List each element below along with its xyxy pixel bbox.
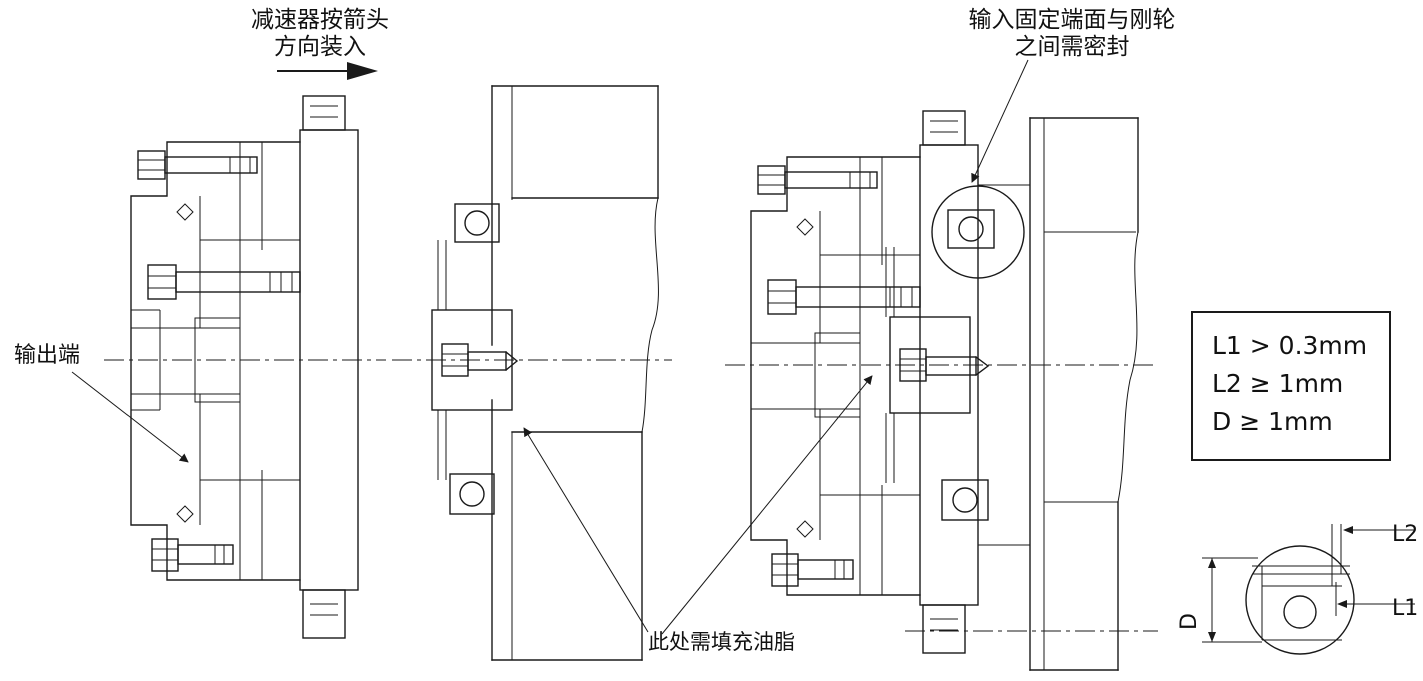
grease-leader-right	[661, 375, 873, 635]
dimension-l2-label: L2	[1392, 522, 1418, 547]
seal-note-line1: 输入固定端面与刚轮	[969, 7, 1176, 33]
break-line-right	[1117, 231, 1139, 503]
install-direction-arrow-icon	[277, 62, 378, 80]
seal-annotation: 输入固定端面与刚轮 之间需密封	[969, 7, 1176, 183]
left-assembly-drawing	[104, 95, 386, 639]
grease-annotation: 此处需填充油脂	[523, 375, 873, 654]
grease-leader-left	[523, 427, 649, 633]
spec-line-l1: L1 > 0.3mm	[1212, 331, 1367, 360]
bolt-bottom	[151, 538, 234, 572]
spec-line-d: D ≥ 1mm	[1212, 407, 1333, 436]
bolt-top-right-assembly	[757, 165, 878, 195]
grease-note-label: 此处需填充油脂	[648, 630, 795, 654]
seal-note-line2: 之间需密封	[1015, 34, 1130, 60]
bolt-bottom-right-assembly	[771, 553, 854, 587]
install-direction-line1: 减速器按箭头	[251, 7, 389, 33]
top-bearing-ball-right	[958, 216, 984, 242]
bottom-bearing-ball-right	[952, 487, 978, 513]
right-assembly-drawing	[725, 110, 1158, 671]
detail-bearing-ball	[1283, 595, 1317, 629]
spec-box: L1 > 0.3mm L2 ≥ 1mm D ≥ 1mm	[1191, 311, 1391, 461]
seal-symbol-bottom-right	[796, 520, 814, 538]
output-end-annotation: 输出端	[14, 343, 189, 463]
output-end-leader-line	[71, 371, 189, 463]
zoom-detail-view: L2 L1 D	[1177, 522, 1418, 655]
middle-assembly-drawing	[392, 85, 672, 661]
top-bearing-ball	[464, 210, 490, 236]
bolt-middle	[147, 264, 301, 300]
seal-symbol-top-right	[796, 218, 814, 236]
detail-circle	[1245, 545, 1355, 655]
spec-box-border	[1191, 311, 1391, 461]
install-direction-line2: 方向装入	[274, 34, 366, 60]
seal-symbol-bottom	[176, 505, 194, 523]
install-direction-annotation: 减速器按箭头 方向装入	[251, 7, 389, 80]
seal-leader-line	[971, 59, 1029, 183]
seal-detail-highlight-circle	[931, 185, 1025, 279]
dimension-d: D	[1177, 557, 1262, 643]
dimension-d-label: D	[1177, 613, 1202, 630]
break-line	[641, 197, 659, 433]
bolt-middle-right-assembly	[767, 279, 921, 315]
dimension-l1-label: L1	[1392, 596, 1418, 621]
dimension-l2: L2	[1343, 522, 1418, 547]
spec-line-l2: L2 ≥ 1mm	[1212, 369, 1343, 398]
dimension-l1: L1	[1337, 596, 1418, 621]
output-end-label: 输出端	[14, 343, 80, 368]
bottom-bearing-ball	[459, 481, 485, 507]
bolt-top	[137, 150, 258, 180]
seal-symbol-top	[176, 203, 194, 221]
